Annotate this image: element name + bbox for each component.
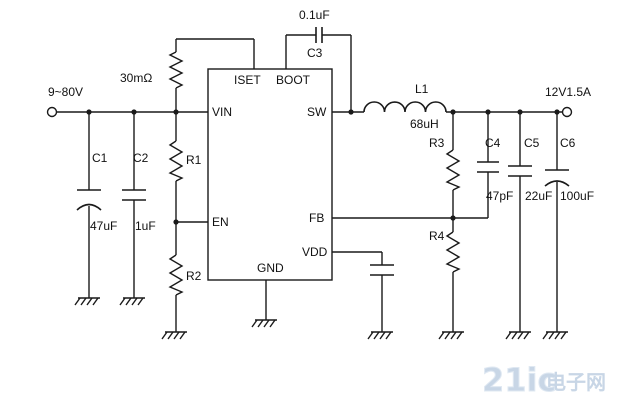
c3-name-label: C3 [307, 46, 323, 60]
ground-icon [542, 331, 568, 340]
input-terminal [46, 106, 58, 118]
pin-label-gnd: GND [257, 261, 284, 275]
ground-icon [251, 319, 277, 328]
rsense-label: 30mΩ [120, 71, 152, 85]
r2-resistor [168, 254, 184, 296]
ground-icon [438, 331, 464, 340]
ground-icon [74, 297, 100, 306]
pin-label-sw: SW [307, 105, 327, 119]
r3-label: R3 [429, 136, 445, 150]
wires [56, 34, 563, 332]
ground-icon [119, 297, 145, 306]
c6-value-label: 100uF [560, 189, 594, 203]
pin-label-boot: BOOT [276, 73, 311, 87]
ground-symbols [74, 297, 568, 340]
pin-label-iset: ISET [234, 73, 261, 87]
r1-label: R1 [186, 153, 202, 167]
c5-name-label: C5 [524, 136, 540, 150]
r4-label: R4 [429, 229, 445, 243]
c4-value-label: 47pF [486, 189, 513, 203]
rsense-resistor [168, 51, 184, 89]
r3-resistor [445, 149, 461, 191]
ground-icon [161, 331, 187, 340]
l1-name-label: L1 [415, 82, 429, 96]
watermark-brand: 21ic [482, 361, 556, 399]
c4-name-label: C4 [485, 136, 501, 150]
capacitors [76, 27, 570, 276]
pin-label-vin: VIN [212, 105, 232, 119]
watermark-cn: 电子网 [546, 370, 606, 394]
ground-icon [367, 331, 393, 340]
output-terminal [561, 106, 573, 118]
c1-name-label: C1 [92, 151, 108, 165]
c2-name-label: C2 [133, 151, 149, 165]
c1-value-label: 47uF [90, 219, 117, 233]
ic-body [207, 68, 333, 281]
junction-dots [86, 109, 560, 225]
pin-label-vdd: VDD [302, 245, 328, 259]
r4-resistor [445, 231, 461, 273]
c1-plate-curved [76, 203, 102, 211]
c5-value-label: 22uF [525, 189, 552, 203]
inductor-l1 [363, 101, 447, 113]
r2-label: R2 [186, 269, 202, 283]
l1-value-label: 68uH [410, 117, 439, 131]
pin-label-fb: FB [309, 211, 324, 225]
c2-value-label: 1uF [135, 219, 156, 233]
r1-resistor [168, 140, 184, 182]
watermark: 21ic 电子网 [482, 361, 607, 400]
c3-value-label: 0.1uF [299, 8, 330, 22]
c6-name-label: C6 [560, 136, 576, 150]
input-voltage-label: 9~80V [48, 85, 83, 99]
output-label: 12V1.5A [545, 85, 591, 99]
ground-icon [505, 331, 531, 340]
resistors [168, 51, 461, 296]
pin-label-en: EN [212, 215, 229, 229]
